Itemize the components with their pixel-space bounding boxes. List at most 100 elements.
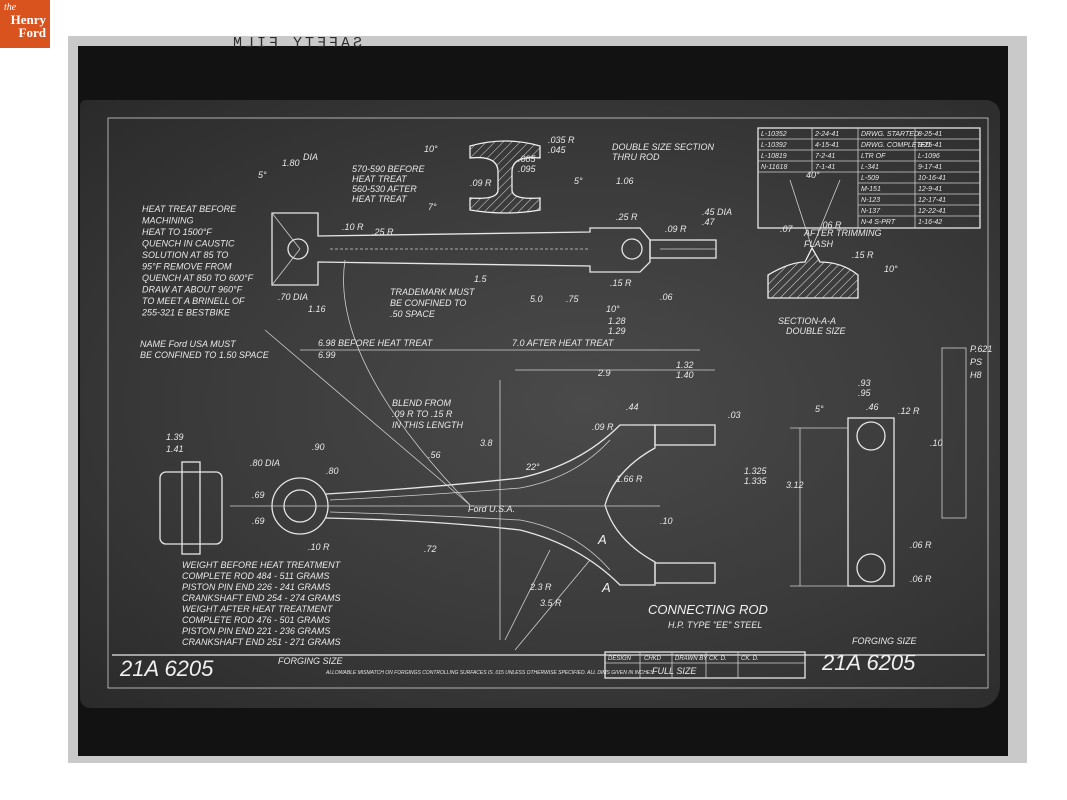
title-block-label: CK. D. (741, 656, 759, 662)
full-size-label: FULL SIZE (652, 666, 697, 676)
forging-size-left: FORGING SIZE (278, 656, 344, 666)
revision-cell: 4-15-41 (815, 142, 839, 149)
dim-5deg-b: 5° (574, 176, 583, 186)
revision-cell: 7-2-41 (815, 153, 835, 160)
margin-note: H8 (970, 370, 982, 380)
revision-cell: 2-24-41 (814, 131, 839, 138)
dim-129: 1.29 (608, 326, 626, 336)
dim-95: .95 (858, 388, 872, 398)
revision-cell: 9-25-41 (918, 142, 942, 149)
revision-cell: LTR OF (861, 153, 886, 160)
dim-035: .035 R (548, 135, 575, 145)
heat-treat-line: QUENCH IN CAUSTIC (142, 239, 235, 249)
leader-curve-2 (264, 329, 471, 506)
drawing-subtitle: H.P. TYPE "EE" STEEL (668, 620, 762, 630)
heat-treat-line: 255-321 E BESTBIKE (141, 308, 231, 318)
length-before-label: 6.98 BEFORE HEAT TREAT (318, 338, 434, 348)
i-beam-section (469, 140, 541, 214)
dim-44: .44 (626, 402, 639, 412)
heat-treat-line: HEAT TO 1500°F (142, 227, 212, 237)
dim-10c: .10 (930, 438, 943, 448)
dim-106: 1.06 (616, 176, 634, 186)
dim-09r-b: .09 R (665, 224, 687, 234)
revision-cell: M-151 (861, 186, 881, 193)
length-before-alt: 6.99 (318, 350, 336, 360)
heat-treat-line: HEAT TREAT BEFORE (142, 204, 237, 214)
margin-note: P.621 (970, 344, 992, 354)
dim-12r: .12 R (898, 406, 920, 416)
revision-cell: L-1096 (918, 153, 940, 160)
trim-line: FLASH (804, 239, 834, 249)
dim-15: 1.5 (474, 274, 488, 284)
trademark-line: .50 SPACE (390, 309, 436, 319)
weight-line: WEIGHT BEFORE HEAT TREATMENT (182, 560, 342, 570)
title-block (112, 347, 985, 679)
length-after-label: 7.0 AFTER HEAT TREAT (512, 338, 615, 348)
dim-10r: .10 R (342, 222, 364, 232)
dim-93: .93 (858, 378, 871, 388)
weight-line: CRANKSHAFT END 251 - 271 GRAMS (182, 637, 341, 647)
double-size-section: DOUBLE SIZE SECTION (612, 142, 715, 152)
revision-cell: L-509 (861, 175, 879, 182)
thru-rod-label: THRU ROD (612, 152, 660, 162)
dim-29: 2.9 (597, 368, 611, 378)
dim-10deg-s: 10° (884, 264, 898, 274)
dim-22deg: 22° (525, 462, 540, 472)
heat-treat-line: QUENCH AT 850 TO 600°F (142, 273, 253, 283)
dim-1325: 1.325 (744, 466, 768, 476)
title-block-label: DESIGN (608, 656, 632, 662)
henry-ford-logo: the Henry Ford (0, 0, 50, 48)
dim-1335: 1.335 (744, 476, 768, 486)
leader-35r (514, 559, 591, 651)
rod-top-view (271, 212, 717, 286)
revision-cell: 1-16-42 (918, 219, 942, 226)
title-block-label: CK. D. (709, 656, 727, 662)
dim-70dia: .70 DIA (278, 292, 308, 302)
trademark-line: TRADEMARK MUST (390, 287, 476, 297)
dim-10deg: 10° (424, 144, 438, 154)
logo-line-2: Henry (10, 12, 46, 27)
dim-69a: .69 (252, 490, 265, 500)
section-a-a (767, 179, 859, 299)
blend-line: IN THIS LENGTH (392, 420, 464, 430)
dim-06r: .06 R (910, 540, 932, 550)
ford-usa-mark: Ford U.S.A. (468, 504, 515, 514)
dim-128: 1.28 (608, 316, 626, 326)
dim-180: 1.80 (282, 158, 300, 168)
hardness-line: HEAT TREAT (352, 194, 408, 204)
dim-40deg: 40° (806, 170, 820, 180)
revision-cell: 10-16-41 (918, 175, 946, 182)
leader-23r (504, 549, 551, 641)
dim-38: 3.8 (480, 438, 493, 448)
dim-35r: 3.5 R (540, 598, 562, 608)
dim-25r-b: .25 R (616, 212, 638, 222)
weight-line: COMPLETE ROD 484 - 511 GRAMS (182, 571, 329, 581)
heat-treat-line: TO MEET A BRINELL OF (142, 296, 245, 306)
dim-095: .095 (518, 164, 537, 174)
rod-side-view (230, 424, 716, 586)
logo-line-3: Ford (18, 25, 46, 40)
dim-47: .47 (702, 217, 716, 227)
dim-166: 1.66 R (616, 474, 643, 484)
revision-cell: 8-25-41 (918, 131, 942, 138)
dim-139: 1.39 (166, 432, 184, 442)
logo-line-1: the (4, 2, 17, 13)
dim-07: .07 (780, 224, 794, 234)
part-number-right: 21A 6205 (821, 650, 916, 675)
trim-line: AFTER TRIMMING (803, 228, 882, 238)
hardness-line: 570-590 BEFORE (352, 164, 426, 174)
dim-75: .75 (566, 294, 580, 304)
dim-116: 1.16 (308, 304, 326, 314)
section-mark-a-bottom: A (601, 580, 611, 595)
blend-line: BLEND FROM (392, 398, 452, 408)
heat-treat-line: MACHINING (142, 216, 194, 226)
revision-cell: 12-17-41 (918, 197, 946, 204)
section-mark-a-top: A (597, 532, 607, 547)
weight-line: WEIGHT AFTER HEAT TREATMENT (182, 604, 334, 614)
dim-90: .90 (312, 442, 325, 452)
